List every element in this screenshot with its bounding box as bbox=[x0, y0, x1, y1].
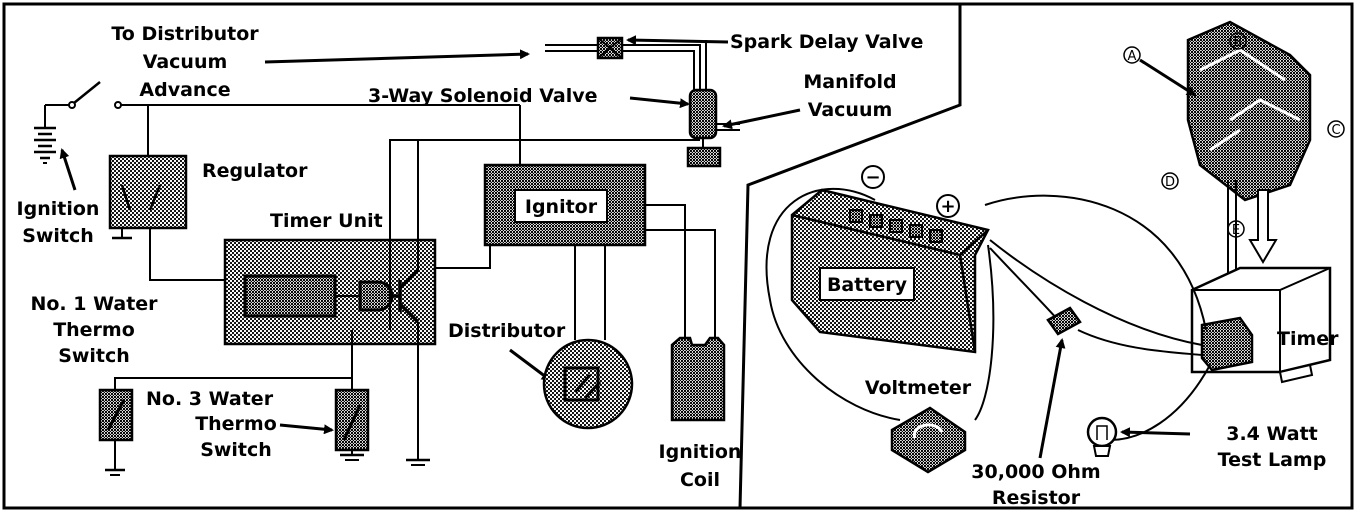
regulator-label: Regulator bbox=[202, 160, 308, 182]
test-lamp-label-2: Test Lamp bbox=[1218, 449, 1327, 471]
timer-label: Timer bbox=[1277, 328, 1339, 350]
plus-sign: + bbox=[940, 196, 955, 217]
to-distributor-label-3: Advance bbox=[139, 79, 230, 101]
battery-label-box bbox=[819, 267, 915, 301]
insert-arrow bbox=[1248, 189, 1278, 264]
distributor bbox=[542, 338, 634, 430]
pin-a-label: A bbox=[1128, 49, 1137, 64]
solenoid-base bbox=[686, 146, 722, 168]
solenoid-arrow bbox=[629, 96, 690, 109]
no3-thermo-label-1: No. 3 Water bbox=[146, 388, 274, 410]
timer-unit-label: Timer Unit bbox=[270, 210, 383, 232]
panel-divider bbox=[738, 4, 962, 509]
ignition-switch-label-2: Switch bbox=[22, 225, 94, 247]
pin-b-label: B bbox=[1234, 35, 1243, 50]
regulator bbox=[108, 154, 188, 230]
ignition-switch-arrow bbox=[59, 148, 77, 191]
to-distributor-label-1: To Distributor bbox=[111, 23, 259, 45]
no3-thermo-label-3: Switch bbox=[200, 439, 272, 461]
ignition-coil-label-1: Ignition bbox=[659, 441, 742, 463]
no1-thermo-label-3: Switch bbox=[58, 345, 130, 367]
voltmeter bbox=[890, 406, 967, 474]
battery-positive-terminal bbox=[936, 194, 960, 218]
vacuum-advance-arrow bbox=[264, 49, 530, 64]
vacuum-line bbox=[545, 44, 701, 90]
solenoid-valve-label: 3-Way Solenoid Valve bbox=[368, 85, 597, 107]
test-lamp bbox=[1086, 416, 1118, 448]
test-lamp-label-1: 3.4 Watt bbox=[1226, 423, 1318, 445]
ignitor-label-box bbox=[514, 189, 608, 223]
resistor-arrow bbox=[1038, 338, 1066, 459]
no3-thermo-label-2: Thermo bbox=[195, 413, 277, 435]
spark-delay-valve-label: Spark Delay Valve bbox=[730, 31, 923, 53]
spark-delay-arrow bbox=[626, 35, 729, 46]
pin-c-label: C bbox=[1331, 123, 1340, 138]
resistor-label-1: 30,000 Ohm bbox=[971, 461, 1100, 483]
ignition-switch-lever bbox=[73, 81, 101, 104]
to-distributor-label-2: Vacuum bbox=[143, 51, 228, 73]
timer-connector bbox=[1186, 20, 1312, 202]
timer-unit-inner-block bbox=[243, 274, 337, 318]
ignition-coil bbox=[670, 336, 726, 422]
manifold-vacuum-arrow bbox=[722, 108, 801, 130]
solenoid-valve bbox=[688, 88, 718, 140]
timer-plug bbox=[1200, 316, 1254, 372]
manifold-vacuum-label-2: Vacuum bbox=[808, 99, 893, 121]
ignition-switch-label-1: Ignition bbox=[17, 198, 100, 220]
resistor bbox=[1046, 306, 1082, 336]
manifold-vacuum-label-1: Manifold bbox=[803, 71, 896, 93]
ignition-coil-label-2: Coil bbox=[680, 469, 720, 491]
pin-d-label: D bbox=[1165, 175, 1175, 190]
no3-thermo-arrow bbox=[279, 423, 334, 435]
no1-thermo-label-2: Thermo bbox=[53, 319, 135, 341]
distributor-label: Distributor bbox=[448, 320, 566, 342]
minus-sign: − bbox=[865, 167, 880, 188]
resistor-label-2: Resistor bbox=[992, 487, 1081, 509]
battery-label: Battery bbox=[827, 274, 908, 296]
no1-thermo-label-1: No. 1 Water bbox=[30, 293, 158, 315]
distributor-arrow bbox=[509, 348, 552, 382]
test-lamp-arrow bbox=[1120, 427, 1191, 438]
voltmeter-label: Voltmeter bbox=[865, 377, 972, 399]
battery-negative-terminal bbox=[861, 165, 885, 189]
ignitor-label: Ignitor bbox=[525, 196, 598, 218]
timer-gate bbox=[358, 280, 394, 312]
